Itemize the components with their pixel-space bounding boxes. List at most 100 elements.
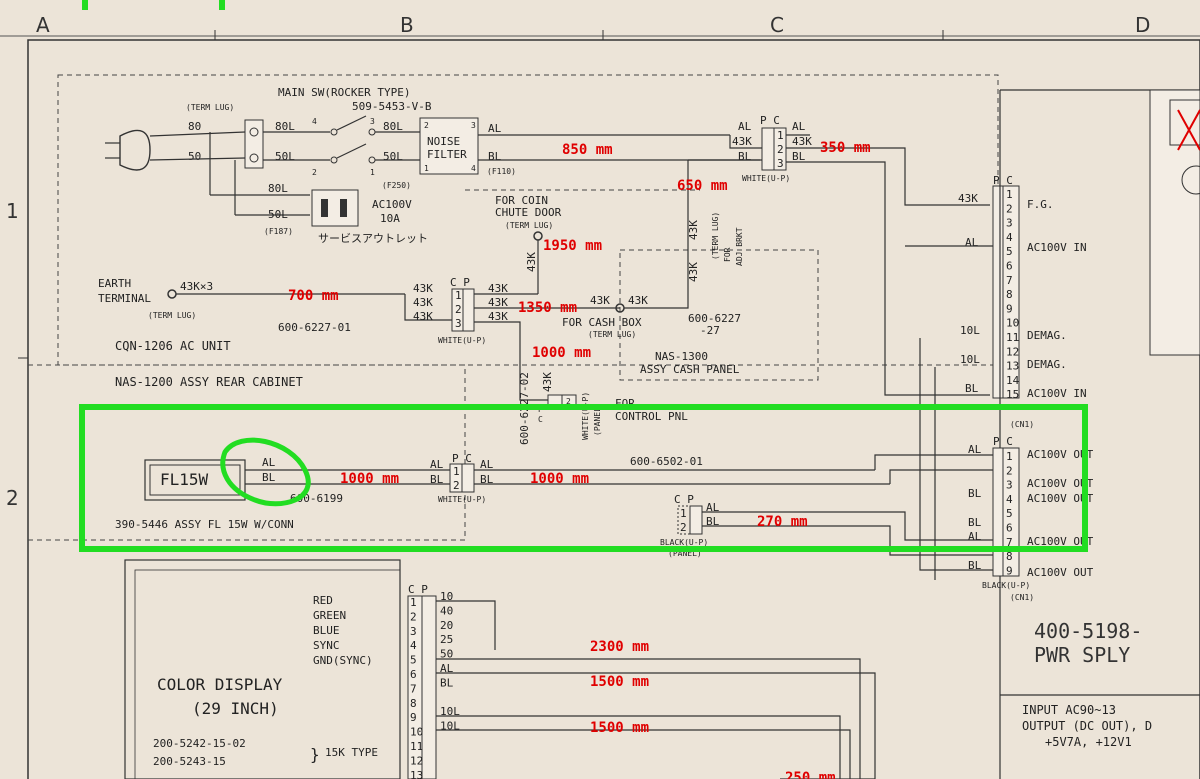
cash-panel-assy: ASSY CASH PANEL <box>640 363 740 376</box>
black-panel-p <box>689 505 703 535</box>
cn1-bottom-pin: 6 <box>1006 522 1013 535</box>
cn1-bottom-pin: 3 <box>1006 479 1013 492</box>
wire <box>149 131 246 137</box>
pc-fl-type: WHITE(U-P) <box>438 495 486 504</box>
wire-50l-out: 50L <box>383 150 403 163</box>
outlet-fuse: (F187) <box>264 227 293 236</box>
cn1-bottom-pin: 7 <box>1006 536 1013 549</box>
pc-top-bl2: BL <box>792 150 806 163</box>
black-panel-al: AL <box>706 501 720 514</box>
cn1b-cn: (CN1) <box>1010 593 1034 602</box>
display-wire: 10 <box>440 590 453 603</box>
pc-fl-c <box>461 463 475 493</box>
wire <box>436 600 496 650</box>
annotation-650mm: 650 mm <box>677 178 728 194</box>
annotation-1000mm-a: 1000 mm <box>532 345 591 361</box>
cash-w2: 43K <box>628 294 648 307</box>
nf-pin-1: 1 <box>424 164 429 173</box>
cn1b-out2: AC100V OUT <box>1027 477 1094 490</box>
adj-lug: (TERM LUG) <box>711 212 720 260</box>
grid-col-c: C <box>770 13 784 37</box>
display-size: (29 INCH) <box>192 699 279 718</box>
conn-pin-3: 3 <box>455 317 462 330</box>
conn-w3: 43K <box>413 310 433 323</box>
black-panel-pin1: 1 <box>680 507 687 520</box>
cash-w3: 43K <box>687 262 700 282</box>
display-pin: 6 <box>410 668 417 681</box>
nf-pin-4: 4 <box>471 164 476 173</box>
frame-border <box>27 39 1200 779</box>
cn1-bottom-header: P C <box>993 435 1013 448</box>
pc-fl-al2: AL <box>480 458 494 471</box>
cn1-ac-in2: AC100V IN <box>1027 387 1087 400</box>
cn1-top-pin: 15 <box>1006 388 1019 401</box>
display-wire: 50 <box>440 648 453 661</box>
display-pin: 12 <box>410 754 423 767</box>
pc-fl-pin1: 1 <box>453 465 460 478</box>
grid-row-1: 1 <box>6 199 19 223</box>
cn1-top-pin: 9 <box>1006 302 1013 315</box>
pc-fl-header: P C <box>452 452 472 465</box>
nf-pin-2: 2 <box>424 121 429 130</box>
lug-icon <box>249 153 259 163</box>
cn1-top-type: (CN1) <box>1010 420 1034 429</box>
wire <box>786 147 990 206</box>
cn1b-left-bl2: BL <box>968 516 982 529</box>
display-part2: 200-5243-15 <box>153 755 226 768</box>
pc-fl-al1: AL <box>430 458 444 471</box>
display-wire: 25 <box>440 633 453 646</box>
noise-filter <box>419 117 479 175</box>
annotation-1000mm-c: 1000 mm <box>530 471 589 487</box>
earth-wire: 43K×3 <box>180 280 213 293</box>
conn-w1: 43K <box>413 282 433 295</box>
lug-block <box>244 119 264 169</box>
cn1b-left-bl: BL <box>968 487 982 500</box>
cn1-left-43k: 43K <box>958 192 978 205</box>
wire <box>624 230 689 309</box>
cash-w4: 43K <box>687 220 700 240</box>
fuse-f250: (F250) <box>382 181 411 190</box>
cash-box-lug: (TERM LUG) <box>588 330 636 339</box>
grid-col-d: D <box>1135 13 1150 37</box>
cn1b-out4: AC100V OUT <box>1027 535 1094 548</box>
cash-box-label: FOR CASH BOX <box>562 316 642 329</box>
cn1-demag2: DEMAG. <box>1027 358 1067 371</box>
pc-fl-bl2: BL <box>480 473 494 486</box>
conn-part: 600-6227-01 <box>278 321 351 334</box>
cn1-top-pin: 12 <box>1006 345 1019 358</box>
display-signal: BLUE <box>313 624 340 637</box>
wire <box>729 135 762 149</box>
display-pin: 2 <box>410 610 417 623</box>
cn1-top-pin: 10 <box>1006 317 1019 330</box>
display-signal: GREEN <box>313 609 346 622</box>
annotation-350mm: 350 mm <box>820 140 871 156</box>
switch-contact <box>330 128 338 136</box>
cn1b-left-al: AL <box>968 443 982 456</box>
wire-80: 80 <box>188 120 201 133</box>
cash-w1: 43K <box>590 294 610 307</box>
cn1-top-pin: 2 <box>1006 202 1013 215</box>
cn1-top-pin: 5 <box>1006 245 1013 258</box>
display-pin: 11 <box>410 740 423 753</box>
conn-w5: 43K <box>488 296 508 309</box>
control-panel: (PANEL) <box>593 402 602 436</box>
annotation-2300mm: 2300 mm <box>590 639 649 655</box>
grid-col-b: B <box>400 13 414 37</box>
noise-filter-label: NOISE <box>427 135 460 148</box>
adj-for: FOR <box>723 247 732 262</box>
cn1-top-pin: 4 <box>1006 231 1013 244</box>
psu-part: 400-5198- <box>1034 619 1142 643</box>
psu-output2: +5V7A, +12V1 <box>1045 735 1132 749</box>
display-header: C P <box>408 583 428 596</box>
pc-top-al1: AL <box>738 120 752 133</box>
highlight-circle <box>220 437 311 507</box>
coin-lug: (TERM LUG) <box>505 221 553 230</box>
display-pin: 10 <box>410 726 423 739</box>
pc-top-pin1: 1 <box>777 129 784 142</box>
outlet-50l: 50L <box>268 208 288 221</box>
psu-output: OUTPUT (DC OUT), D <box>1022 719 1152 733</box>
lug-icon <box>249 127 259 137</box>
grid-row-2: 2 <box>6 486 19 510</box>
cn1-left-bl: BL <box>965 382 979 395</box>
annotation-250mm: 250 mm <box>785 770 836 779</box>
